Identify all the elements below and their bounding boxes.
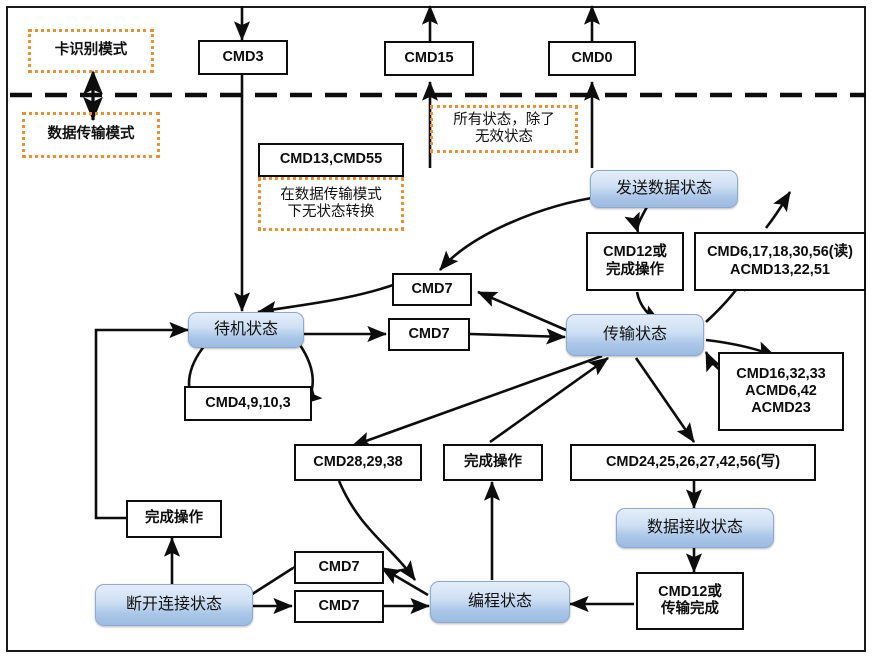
wire-senddata-to-cmd7a xyxy=(439,194,605,271)
cmd-box-cmd12-or-transfer-done[interactable]: CMD12或 传输完成 xyxy=(636,572,744,630)
cmd-box-read-commands[interactable]: CMD6,17,18,30,56(读) ACMD13,22,51 xyxy=(694,232,866,291)
state-box-standby[interactable]: 待机状态 xyxy=(188,312,304,348)
state-box-transfer[interactable]: 传输状态 xyxy=(566,314,704,356)
wire-cmd7c-to-program xyxy=(380,566,429,597)
cmd-box-finish-operation-middle[interactable]: 完成操作 xyxy=(443,444,543,481)
state-box-program[interactable]: 编程状态 xyxy=(430,581,570,623)
note-card-identification-mode: 卡识别模式 xyxy=(28,29,154,73)
cmd-box-cmd13-cmd55[interactable]: CMD13,CMD55 xyxy=(258,143,404,177)
cmd-box-cmd28-29-38[interactable]: CMD28,29,38 xyxy=(294,444,422,481)
cmd-box-cmd3[interactable]: CMD3 xyxy=(198,40,288,75)
wire-doneop-to-standby xyxy=(94,321,190,520)
wire-cmd7a-to-standby xyxy=(256,283,394,317)
state-box-receive-data[interactable]: 数据接收状态 xyxy=(616,508,774,548)
cmd-box-write-commands[interactable]: CMD24,25,26,27,42,56(写) xyxy=(570,444,816,481)
cmd-box-cmd7-disconnect-upper[interactable]: CMD7 xyxy=(294,551,384,584)
state-box-send-data[interactable]: 发送数据状态 xyxy=(590,170,738,208)
state-box-disconnect[interactable]: 断开连接状态 xyxy=(95,584,253,626)
wire-read-to-senddata xyxy=(764,191,792,229)
cmd-box-cmd15[interactable]: CMD15 xyxy=(384,41,474,76)
cmd-box-cmd7-standby-lower[interactable]: CMD7 xyxy=(388,318,470,351)
cmd-box-finish-operation-left[interactable]: 完成操作 xyxy=(126,500,222,538)
cmd-box-cmd7-standby-upper[interactable]: CMD7 xyxy=(392,273,472,306)
cmd-box-cmd7-disconnect-lower[interactable]: CMD7 xyxy=(294,590,384,623)
cmd-box-cmd0[interactable]: CMD0 xyxy=(548,41,636,76)
cmd-box-cmd4-9-10-3[interactable]: CMD4,9,10,3 xyxy=(184,386,312,421)
cmd-box-cmd12-or-finish[interactable]: CMD12或 完成操作 xyxy=(586,232,684,291)
note-all-states-except-inactive: 所有状态，除了 无效状态 xyxy=(430,105,578,153)
cmd-box-block-commands[interactable]: CMD16,32,33 ACMD6,42 ACMD23 xyxy=(718,352,844,431)
note-no-state-transition: 在数据传输模式 下无状态转换 xyxy=(258,177,404,231)
note-data-transfer-mode: 数据传输模式 xyxy=(22,112,160,158)
